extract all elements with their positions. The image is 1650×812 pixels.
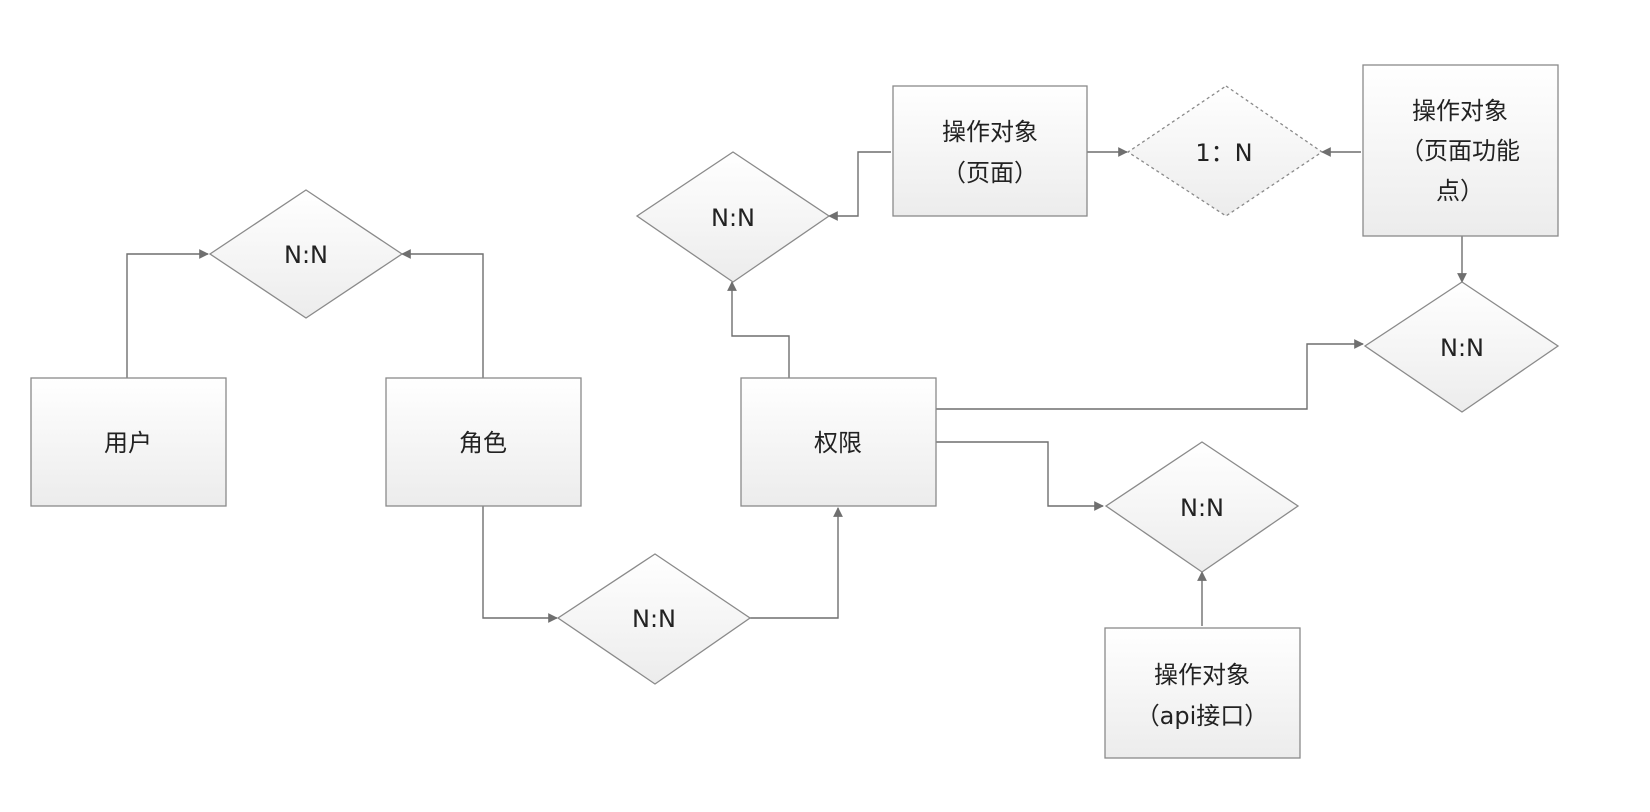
entity-box [30, 377, 227, 507]
relationship-diamond [556, 553, 752, 685]
role-permission-relation: N:N [556, 553, 752, 685]
connector-role-permission-to-permission [748, 507, 843, 619]
relationship-label: N:N [632, 605, 676, 633]
entity-box [385, 377, 582, 507]
page-function-relation: 1：N [1126, 85, 1324, 217]
connector-permission-to-page-relation [727, 281, 790, 378]
entity-label-line-1: 操作对象 [1154, 661, 1250, 689]
page-function-object-entity: 操作对象 （页面功能 点） [1362, 64, 1559, 237]
entity-label-line-1: 操作对象 [942, 118, 1038, 146]
connector-permission-to-api-relation [935, 441, 1104, 511]
relationship-label: 1：N [1195, 139, 1252, 167]
connector-permission-to-function-relation [935, 339, 1364, 410]
entity-box [892, 85, 1088, 217]
entity-box [1104, 627, 1301, 759]
relationship-diamond [208, 189, 404, 319]
entity-box [1362, 64, 1559, 237]
connector-role-to-user-role [401, 249, 484, 378]
entity-label-line-2: （页面） [942, 159, 1038, 187]
user-entity: 用户 [30, 377, 227, 507]
role-entity: 角色 [385, 377, 582, 507]
entity-label: 用户 [104, 429, 152, 457]
relationship-diamond [1126, 85, 1324, 217]
entity-label: 角色 [459, 429, 507, 457]
permission-function-relation: N:N [1363, 281, 1560, 413]
connector-user-to-user-role [126, 249, 209, 378]
permission-entity: 权限 [740, 377, 937, 507]
entity-label-line-2: （api接口） [1136, 702, 1269, 730]
entity-label-line-3: 点） [1436, 177, 1484, 205]
entity-box [740, 377, 937, 507]
connector-role-to-role-permission [482, 506, 558, 623]
permission-page-relation: N:N [635, 151, 831, 283]
relationship-diamond [1104, 441, 1300, 573]
relationship-label: N:N [1440, 334, 1484, 362]
relationship-label: N:N [711, 204, 755, 232]
entity-label-line-2: （页面功能 [1400, 137, 1520, 165]
api-object-entity: 操作对象 （api接口） [1104, 627, 1301, 759]
relationship-diamond [1363, 281, 1560, 413]
relationship-label: N:N [284, 241, 328, 269]
connectors [126, 147, 1467, 626]
relationship-label: N:N [1180, 494, 1224, 522]
connector-page-to-page-relation [828, 151, 891, 221]
entity-label: 权限 [814, 429, 862, 457]
user-role-relation: N:N [208, 189, 404, 319]
relationship-diamond [635, 151, 831, 283]
permission-api-relation: N:N [1104, 441, 1300, 573]
page-object-entity: 操作对象 （页面） [892, 85, 1088, 217]
entity-label-line-1: 操作对象 [1412, 97, 1508, 125]
